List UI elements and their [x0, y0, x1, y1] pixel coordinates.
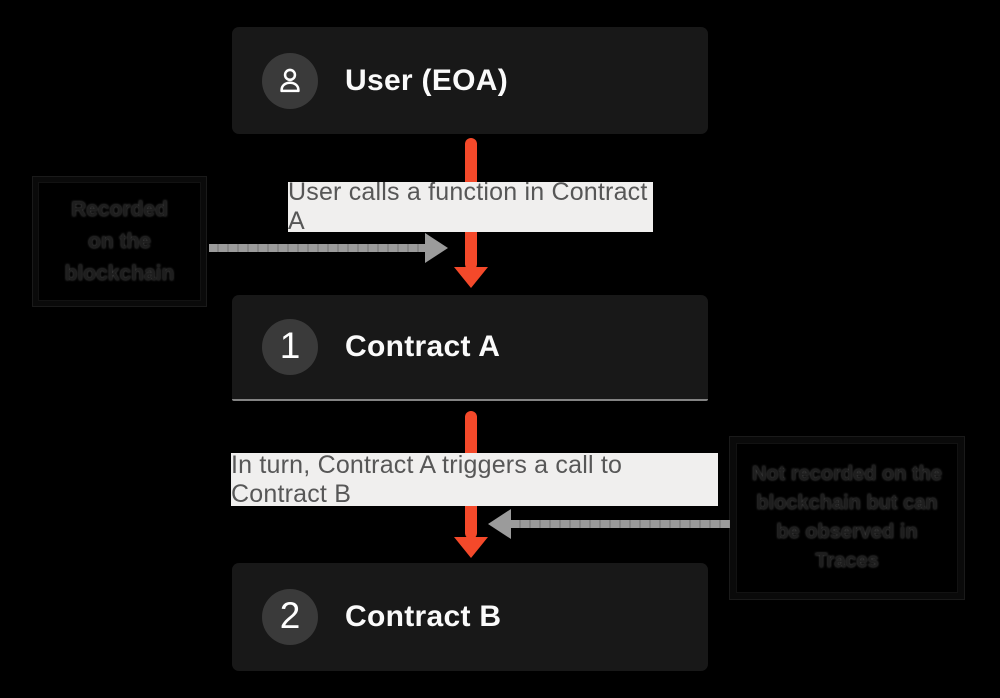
- contract-a-number: 1: [279, 325, 301, 366]
- annotation-left-line-2: on the: [88, 229, 151, 253]
- annotation-right-line-3: be observed in: [776, 521, 918, 543]
- pointer-arrow-left-head: [425, 233, 448, 263]
- node-contract-b: 2 Contract B: [232, 563, 708, 671]
- node-contract-a-title: Contract A: [345, 330, 501, 363]
- node-contract-a: 1 Contract A: [232, 295, 708, 401]
- node-user-eoa: User (EOA): [232, 27, 708, 134]
- annotation-right-line-1: Not recorded on the: [751, 463, 942, 485]
- contract-a-badge: 1: [262, 319, 318, 375]
- annotation-left-line-1: Recorded: [71, 197, 168, 221]
- annotation-recorded-on-chain: Recorded on the blockchain: [33, 177, 206, 306]
- step-label-1: User calls a function in Contract A: [288, 178, 653, 235]
- user-icon: [274, 65, 306, 97]
- user-avatar: [262, 52, 318, 109]
- contract-b-badge: 2: [262, 589, 318, 645]
- annotation-not-recorded-traces: Not recorded on the blockchain but can b…: [730, 437, 964, 599]
- annotation-right-line-4: Traces: [815, 550, 879, 572]
- flow-arrow-a-to-b-head: [454, 537, 488, 558]
- node-contract-b-title: Contract B: [345, 600, 502, 633]
- pointer-arrow-right-head: [488, 509, 511, 539]
- flow-arrow-user-to-a-head: [454, 267, 488, 288]
- annotation-left-line-3: blockchain: [64, 261, 175, 285]
- node-user-title: User (EOA): [345, 63, 509, 97]
- contract-b-number: 2: [279, 595, 301, 636]
- pointer-arrow-right-line: [511, 520, 730, 528]
- pointer-arrow-left-line: [209, 244, 425, 252]
- annotation-right-line-2: blockchain but can: [756, 492, 938, 514]
- step-label-2: In turn, Contract A triggers a call to C…: [231, 451, 718, 508]
